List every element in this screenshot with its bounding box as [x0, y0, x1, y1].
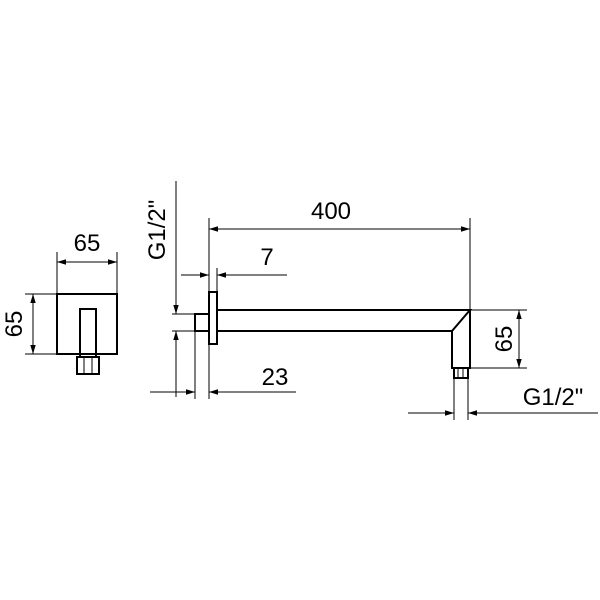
arm-flange	[208, 291, 218, 345]
side-view: 65 65	[1, 230, 118, 375]
dim-side-width: 65	[74, 230, 101, 257]
dim-arm-height: 65	[491, 326, 518, 353]
arm-body	[217, 309, 473, 332]
front-view: 400 7 G1/2" 23 65 G1/2"	[144, 181, 598, 420]
dim-flange-offset: 23	[262, 364, 289, 391]
dim-thread-left: G1/2"	[144, 200, 171, 261]
wall-block-inner	[79, 308, 97, 358]
arm-drop	[451, 310, 471, 369]
dim-flange-thickness: 7	[260, 244, 273, 271]
dim-side-height: 65	[1, 311, 28, 338]
arm-outlet	[453, 367, 469, 379]
wall-block-outline	[56, 293, 118, 355]
dim-thread-right: G1/2"	[523, 384, 584, 411]
wall-block-nipple	[76, 356, 100, 375]
arm-nipple	[194, 313, 210, 332]
dim-arm-length: 400	[311, 198, 351, 225]
